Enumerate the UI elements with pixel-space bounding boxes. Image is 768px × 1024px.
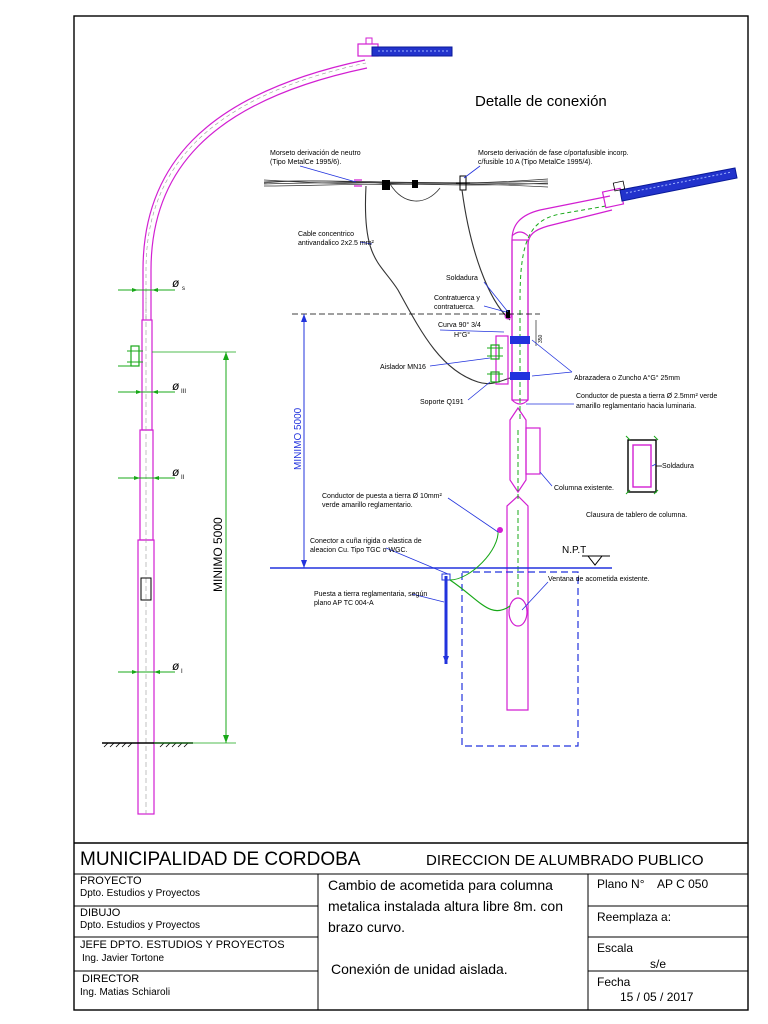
- clausura-detail: [625, 435, 662, 495]
- detail-title: Detalle de conexión: [475, 93, 607, 110]
- label-aislador: Aislador MN16: [380, 364, 426, 371]
- clamp-lower: [510, 372, 530, 380]
- jefe-label: JEFE DPTO. ESTUDIOS Y PROYECTOS: [80, 939, 285, 951]
- label-conector-1: Conector a cuña rigida o elastica de: [310, 538, 422, 545]
- inspection-window: [140, 577, 152, 601]
- jefe-value: Ing. Javier Tortone: [82, 953, 165, 964]
- label-ventana: Ventana de acometida existente.: [548, 576, 650, 583]
- min-height-label-center: MINIMO 5000: [293, 407, 304, 470]
- diameter-symbol-ii: ø: [172, 465, 180, 479]
- curved-arm: [142, 59, 366, 320]
- description-line-3: brazo curvo.: [328, 919, 406, 935]
- label-contratuerca-1: Contratuerca y: [434, 295, 480, 302]
- column-elevation: [102, 37, 453, 815]
- label-soporte: Soporte Q191: [420, 399, 464, 406]
- label-morseto-fase-1: Morseto derivación de fase c/portafusibl…: [478, 150, 629, 157]
- reemplaza-label: Reemplaza a:: [597, 910, 672, 924]
- label-conector-2: aleacion Cu. Tipo TGC o WGC.: [310, 547, 408, 554]
- label-abrazadera: Abrazadera o Zuncho A°G° 25mm: [574, 374, 680, 382]
- label-conductor-25-1: Conductor de puesta a tierra Ø 2.5mm² ve…: [576, 393, 717, 400]
- label-cable-1: Cable concentrico: [298, 231, 354, 238]
- org-name: MUNICIPALIDAD DE CORDOBA: [80, 849, 361, 870]
- proyecto-label: PROYECTO: [80, 875, 142, 887]
- label-soldadura: Soldadura: [446, 275, 478, 282]
- label-columna-existente: Columna existente.: [554, 485, 614, 492]
- label-clausura: Clausura de tablero de columna.: [586, 512, 687, 519]
- plano-value: AP C 050: [657, 877, 709, 891]
- luminaire-detail: [601, 167, 738, 209]
- label-morseto-neutro-1: Morseto derivación de neutro: [270, 150, 361, 157]
- label-puesta-2: plano AP TC 004-A: [314, 600, 374, 607]
- fecha-value: 15 / 05 / 2017: [620, 990, 694, 1004]
- dibujo-label: DIBUJO: [80, 907, 121, 919]
- label-curva-1: Curva 90° 3/4: [438, 321, 481, 329]
- access-window: [508, 597, 528, 627]
- concentric-cable: [364, 185, 511, 385]
- diameter-label-i: I: [181, 669, 183, 675]
- plano-label: Plano N°: [597, 877, 645, 891]
- diameter-label-s: s: [182, 286, 185, 292]
- column-stage-3: [141, 319, 153, 431]
- label-soldadura-2: Soldadura: [662, 463, 694, 470]
- label-morseto-neutro-2: (Tipo MetalCe 1995/6).: [270, 159, 341, 166]
- proyecto-value: Dpto. Estudios y Proyectos: [80, 888, 201, 899]
- description-line-2: metalica instalada altura libre 8m. con: [328, 898, 564, 914]
- fecha-label: Fecha: [597, 975, 631, 989]
- director-label: DIRECTOR: [82, 973, 140, 985]
- escala-value: s/e: [650, 957, 667, 971]
- label-puesta-1: Puesta a tierra reglamentaria, según: [314, 591, 427, 598]
- foundation-outline: [461, 571, 579, 747]
- director-value: Ing. Matias Schiaroli: [80, 987, 171, 998]
- title-block-grid: [74, 873, 748, 1010]
- description-line-1: Cambio de acometida para columna: [328, 877, 553, 893]
- neutral-clamp: [382, 180, 390, 190]
- clamp-upper: [510, 336, 530, 344]
- dibujo-value: Dpto. Estudios y Proyectos: [80, 920, 201, 931]
- label-curva-2: H°G°: [454, 331, 470, 339]
- diameter-symbol-iii: ø: [172, 379, 180, 393]
- label-dim-small: 350: [538, 334, 544, 343]
- diameter-label-ii: II: [181, 475, 185, 481]
- connection-detail: [263, 167, 738, 747]
- diameter-label-iii: III: [181, 389, 186, 395]
- label-cable-2: antivandalico 2x2.5 mm²: [298, 240, 375, 247]
- drawing-frame: [73, 15, 749, 1011]
- label-conductor-10-1: Conductor de puesta a tierra Ø 10mm²: [322, 493, 443, 500]
- column-stage-2: [139, 429, 154, 541]
- label-contratuerca-2: contratuerca.: [434, 304, 475, 311]
- label-morseto-fase-2: c/fusible 10 A (Tipo MetalCe 1995/4).: [478, 159, 593, 166]
- label-conductor-10-2: verde amarillo reglamentario.: [322, 502, 413, 509]
- subtitle: Conexión de unidad aislada.: [331, 961, 508, 977]
- label-npt: N.P.T: [562, 545, 586, 556]
- min-height-label-left: MINIMO 5000: [211, 517, 225, 592]
- diameter-symbol-i: ø: [172, 659, 180, 673]
- escala-label: Escala: [597, 941, 634, 955]
- luminaire-left: [357, 37, 453, 57]
- diameter-symbol-s: ø: [172, 276, 180, 290]
- label-conductor-25-2: amarillo reglamentario hacia luminaria.: [576, 403, 696, 410]
- dept-name: DIRECCION DE ALUMBRADO PUBLICO: [426, 852, 704, 869]
